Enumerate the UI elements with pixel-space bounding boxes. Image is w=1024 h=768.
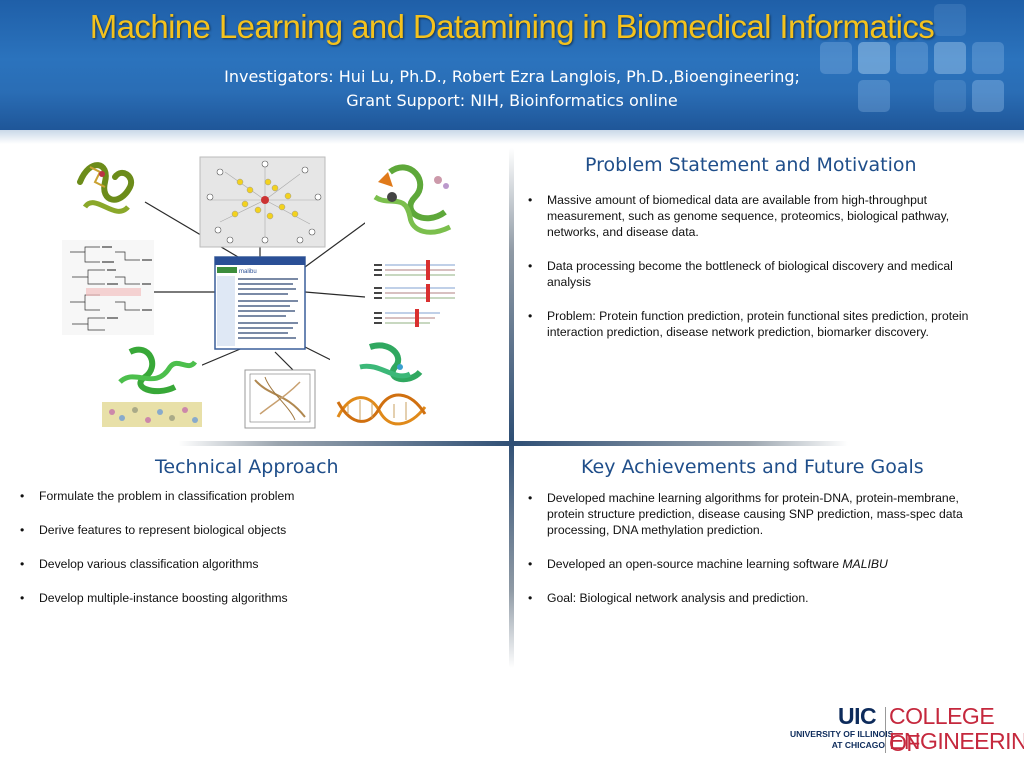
decorative-square: [858, 80, 890, 112]
list-item-text: Develop various classification algorithm…: [39, 557, 259, 571]
list-item-text: Developed an open-source machine learnin…: [547, 557, 840, 571]
vertical-divider: [509, 148, 514, 668]
list-item: • Derive features to represent biological…: [20, 522, 490, 538]
phylogenetic-tree-image: [62, 240, 154, 335]
investigators-line: Investigators: Hui Lu, Ph.D., Robert Ezr…: [224, 67, 800, 86]
key-achievements-heading: Key Achievements and Future Goals: [581, 456, 924, 478]
header-shadow: [0, 130, 1024, 144]
list-item: • Formulate the problem in classification…: [20, 488, 490, 504]
decorative-square: [934, 80, 966, 112]
technical-approach-list: • Formulate the problem in classification…: [20, 488, 490, 624]
bullet-dot: •: [528, 193, 533, 207]
header-banner: Machine Learning and Datamining in Biome…: [0, 0, 1024, 132]
list-item-text: Data processing become the bottleneck of…: [547, 259, 953, 289]
uic-engineering-logo: UIC COLLEGE OF UNIVERSITY OF ILLINOIS AT…: [790, 703, 1024, 758]
decorative-square: [858, 42, 890, 74]
key-achievements-list: • Developed machine learning algorithms f…: [528, 490, 998, 624]
bullet-dot: •: [528, 591, 533, 605]
malibu-window-label: malibu: [239, 269, 257, 275]
grant-support-line: Grant Support: NIH, Bioinformatics onlin…: [346, 91, 678, 110]
decorative-square: [896, 42, 928, 74]
list-item-text: Formulate the problem in classification …: [39, 489, 295, 503]
list-item: • Developed an open-source machine learni…: [528, 556, 998, 572]
logo-college-text: COLLEGE OF: [889, 703, 995, 756]
logo-uic-text: UIC: [838, 703, 877, 729]
decorative-square: [972, 80, 1004, 112]
bullet-dot: •: [20, 557, 25, 571]
decorative-square: [820, 42, 852, 74]
list-item-text: Develop multiple-instance boosting algor…: [39, 591, 288, 605]
logo-engineering-text: ENGINEERING: [889, 728, 1024, 754]
list-item-text: Massive amount of biomedical data are av…: [547, 193, 950, 239]
network-graph-image: [199, 156, 326, 248]
list-item: • Develop multiple-instance boosting algo…: [20, 590, 490, 606]
bullet-dot: •: [20, 489, 25, 503]
bullet-dot: •: [528, 309, 533, 323]
logo-divider: [885, 707, 886, 753]
list-item-text: Developed machine learning algorithms fo…: [547, 491, 963, 537]
bullet-dot: •: [20, 591, 25, 605]
horizontal-divider: [178, 441, 848, 446]
list-item-text: Problem: Protein function prediction, pr…: [547, 309, 969, 339]
bullet-dot: •: [528, 491, 533, 505]
membrane-protein-image: [102, 342, 202, 427]
list-item-text: Goal: Biological network analysis and pr…: [547, 591, 809, 605]
logo-university-line1: UNIVERSITY OF ILLINOIS: [790, 729, 894, 739]
sequence-alignment-image: [372, 260, 464, 335]
software-name: MALIBU: [842, 557, 888, 571]
list-item: • Data processing become the bottleneck o…: [528, 258, 998, 290]
structure-plot-image: [244, 369, 316, 429]
decorative-square: [972, 42, 1004, 74]
list-item: • Developed machine learning algorithms f…: [528, 490, 998, 538]
logo-university-text: UNIVERSITY OF ILLINOIS AT CHICAGO: [790, 729, 894, 751]
decorative-square: [934, 42, 966, 74]
bullet-dot: •: [528, 259, 533, 273]
technical-approach-heading: Technical Approach: [155, 456, 339, 478]
decorative-square: [934, 4, 966, 36]
list-item: • Massive amount of biomedical data are a…: [528, 192, 998, 240]
list-item: • Develop various classification algorith…: [20, 556, 490, 572]
problem-statement-list: • Massive amount of biomedical data are a…: [528, 192, 998, 358]
problem-statement-heading: Problem Statement and Motivation: [585, 154, 917, 176]
list-item-text: Derive features to represent biological …: [39, 523, 287, 537]
malibu-software-window: malibu: [214, 256, 306, 350]
page-title: Machine Learning and Datamining in Biome…: [89, 8, 935, 45]
protein-ligand-image: [365, 157, 460, 242]
collage-graphic: malibu: [60, 152, 464, 430]
dna-protein-complex-image: [330, 340, 435, 430]
bullet-dot: •: [528, 557, 533, 571]
research-collage: malibu: [60, 152, 505, 432]
bullet-dot: •: [20, 523, 25, 537]
list-item: • Goal: Biological network analysis and p…: [528, 590, 998, 606]
logo-university-line2: AT CHICAGO: [831, 740, 885, 750]
protein-structure-image: [60, 152, 144, 224]
list-item: • Problem: Protein function prediction, p…: [528, 308, 998, 340]
